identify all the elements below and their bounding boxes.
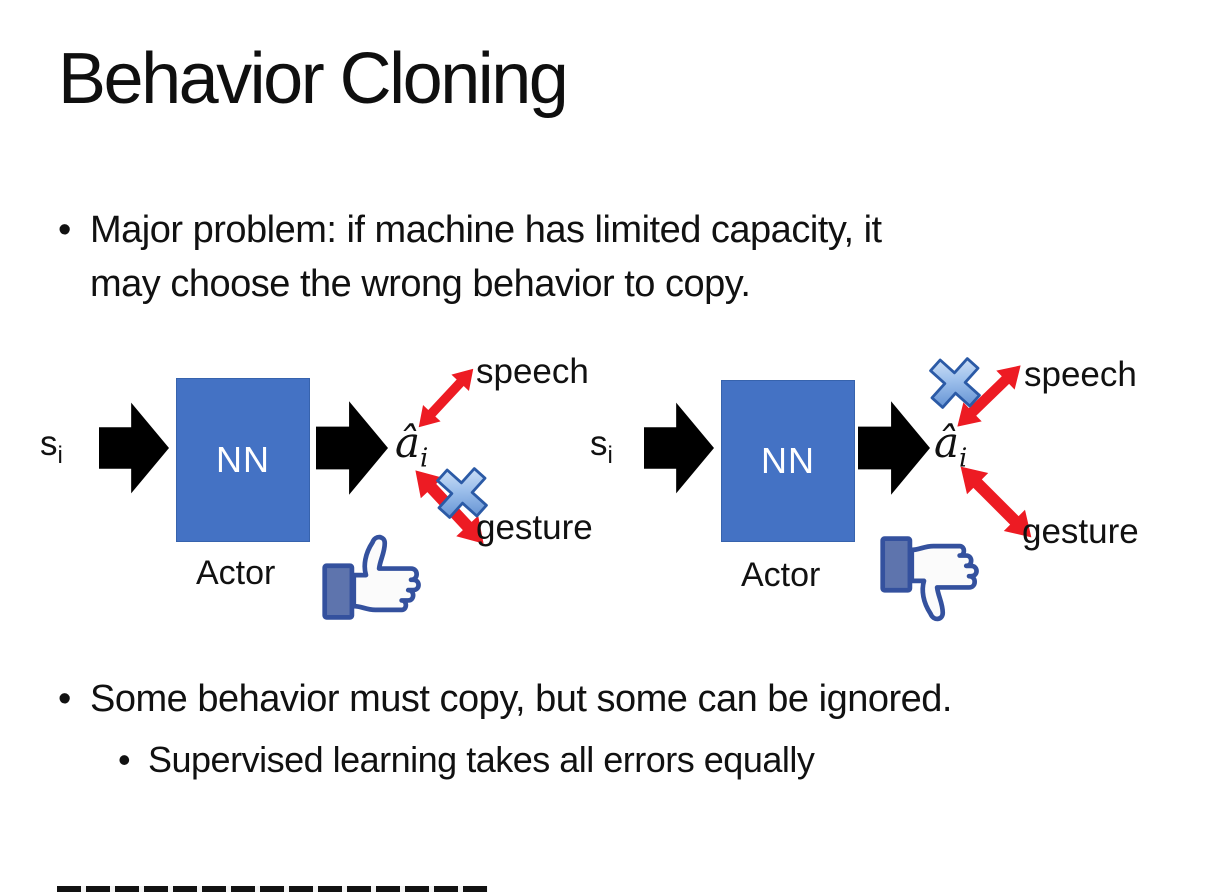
right-output-arrow-icon <box>858 401 930 495</box>
bullet-text: Major problem: if machine has limited ca… <box>90 209 882 305</box>
right-actor-label: Actor <box>741 556 821 594</box>
left-input-arrow-icon <box>99 402 169 494</box>
right-output-label: âi <box>934 418 968 474</box>
right-input-arrow-icon <box>644 402 714 494</box>
left-input-label: si <box>40 424 63 469</box>
right-nn-box: NN <box>721 380 855 542</box>
left-output-label: âi <box>395 418 429 474</box>
left-nn-label: NN <box>216 439 270 480</box>
left-output-arrow-icon <box>316 401 388 495</box>
right-nn-label: NN <box>761 440 815 481</box>
cropped-text-top-edge <box>57 886 488 892</box>
bullet-major-problem: • Major problem: if machine has limited … <box>58 203 1138 311</box>
thumbs-down-icon <box>878 528 1000 630</box>
bullet-text: Supervised learning takes all errors equ… <box>148 739 815 780</box>
right-speech-label: speech <box>1024 355 1137 394</box>
right-input-label: si <box>590 424 613 469</box>
left-cross-out-icon <box>430 461 494 525</box>
bullet-marker: • <box>58 678 71 720</box>
subbullet-supervised-learning: • Supervised learning takes all errors e… <box>118 736 1118 784</box>
bullet-some-behavior: • Some behavior must copy, but some can … <box>58 674 1178 724</box>
thumbs-up-icon <box>320 526 442 628</box>
left-speech-arrow-icon <box>409 360 483 436</box>
bullet-text: Some behavior must copy, but some can be… <box>90 678 952 720</box>
left-gesture-label: gesture <box>476 508 593 547</box>
right-cross-out-icon <box>923 351 987 415</box>
left-speech-label: speech <box>476 352 589 391</box>
right-gesture-label: gesture <box>1022 512 1139 551</box>
bullet-marker: • <box>118 739 131 780</box>
slide-title: Behavior Cloning <box>58 39 569 119</box>
left-nn-box: NN <box>176 378 310 542</box>
bullet-marker: • <box>58 209 71 251</box>
left-actor-label: Actor <box>196 554 276 592</box>
